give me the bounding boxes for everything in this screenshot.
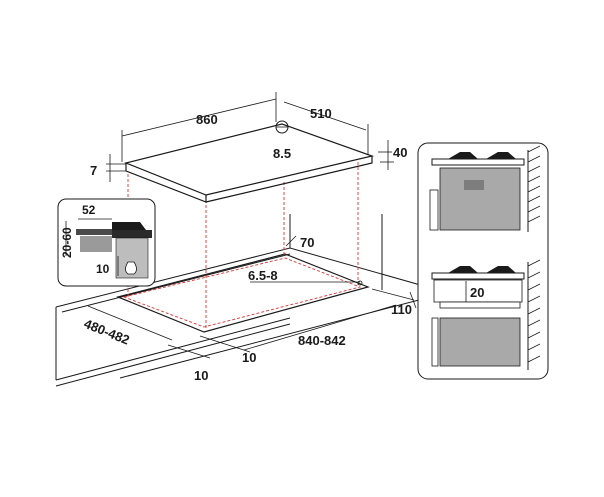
projection-lines xyxy=(127,162,359,330)
hob-dimension-lines xyxy=(106,92,394,182)
dim-cutout-width: 840-842 xyxy=(298,333,346,348)
dim-inset-width: 52 xyxy=(82,203,96,217)
dim-hob-thickness: 40 xyxy=(393,145,407,160)
dim-side-distance: 10 xyxy=(242,350,256,365)
dim-cutout-rear: 70 xyxy=(300,235,314,250)
wall-hatch-upper xyxy=(527,145,541,223)
dim-gas-inlet-offset: 8.5 xyxy=(273,146,291,161)
dim-cutout-inlet: 6.5-8 xyxy=(248,268,278,283)
dim-hob-depth: 510 xyxy=(310,106,332,121)
dim-cabinet-gap: 20 xyxy=(470,285,484,300)
cutout-dimension-lines xyxy=(87,235,417,359)
gas-pipe-icon xyxy=(125,261,137,275)
cutout-outline xyxy=(116,253,370,333)
dim-inset-height: 20-60 xyxy=(60,227,74,258)
dim-hob-edge: 7 xyxy=(90,163,97,178)
worktop xyxy=(55,214,439,387)
dim-wall-distance: 110 xyxy=(391,302,412,317)
cabinet-inset xyxy=(417,142,549,380)
dim-hob-length: 860 xyxy=(196,112,218,127)
hob-top xyxy=(124,120,375,203)
detail-inset xyxy=(57,198,156,287)
dim-front-distance: 10 xyxy=(194,368,208,383)
wall-hatch-lower xyxy=(527,259,541,363)
dim-inset-clearance: 10 xyxy=(96,262,110,276)
